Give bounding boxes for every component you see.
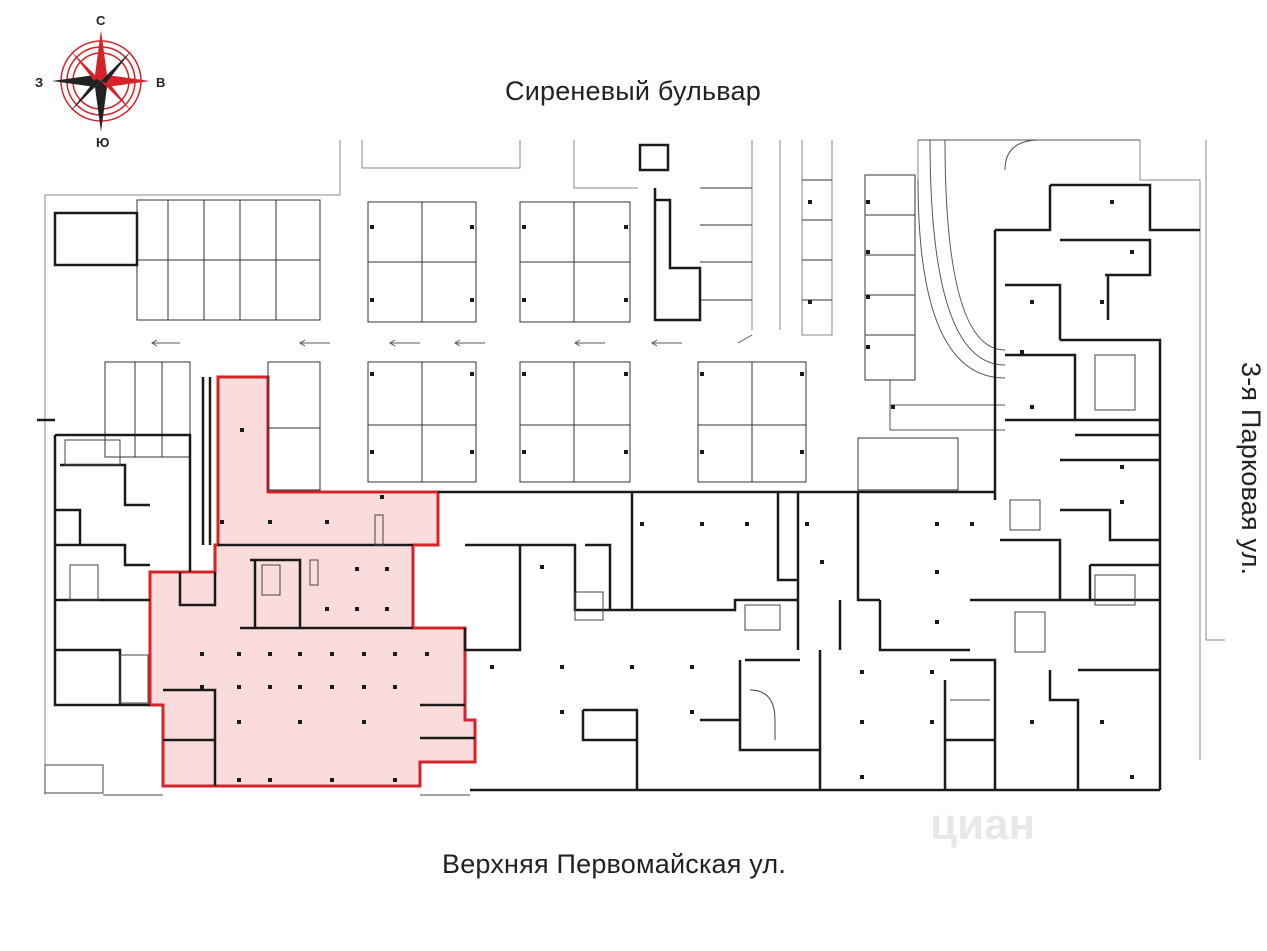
watermark: циан: [930, 800, 1036, 849]
compass-north-label: С: [96, 13, 106, 28]
interior-lines: [44, 354, 1136, 796]
parking-middle: [104, 361, 959, 491]
building-walls: [37, 143, 1200, 792]
driveway-arrows: [151, 334, 753, 347]
structural-columns: [200, 200, 1134, 782]
compass-south-label: Ю: [96, 135, 110, 150]
street-label-bottom: Верхняя Первомайская ул.: [442, 849, 787, 879]
street-label-top: Сиреневый бульвар: [505, 76, 761, 106]
compass-west-label: З: [35, 75, 44, 90]
site-outline: [44, 140, 1225, 795]
parking-columns: [370, 200, 895, 454]
highlighted-area-shape: [148, 375, 477, 788]
compass-star: [52, 30, 150, 132]
parking-top: [136, 174, 916, 381]
highlighted-area: [148, 375, 477, 788]
ramp: [889, 139, 1140, 431]
compass-east-label: В: [156, 75, 166, 90]
compass-rose: [52, 30, 150, 132]
